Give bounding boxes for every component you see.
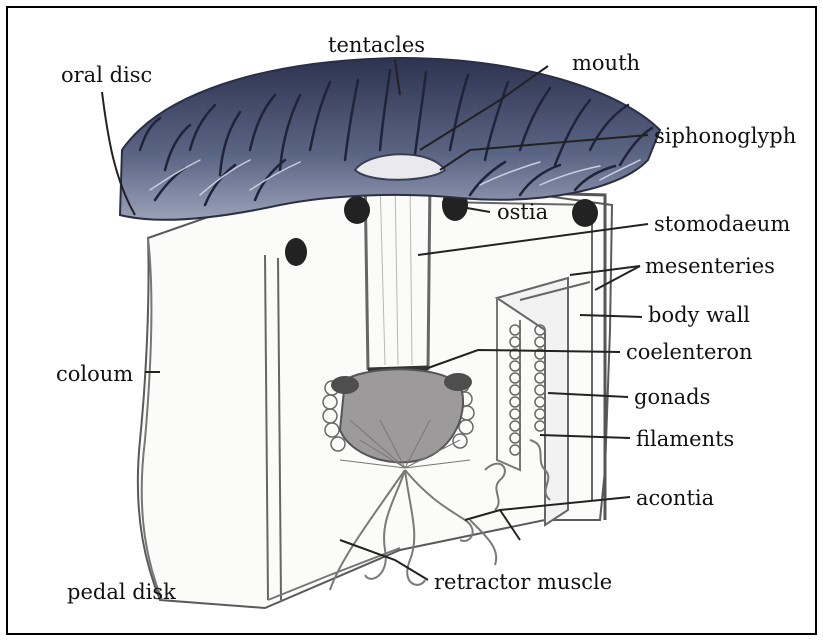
- label-retractor-muscle: retractor muscle: [434, 570, 612, 594]
- label-filaments: filaments: [636, 427, 734, 451]
- label-body-wall: body wall: [648, 303, 750, 327]
- label-mouth: mouth: [572, 51, 640, 75]
- label-mesenteries: mesenteries: [645, 254, 775, 278]
- label-tentacles: tentacles: [328, 33, 425, 57]
- label-coelenteron: coelenteron: [626, 340, 753, 364]
- label-acontia: acontia: [636, 486, 714, 510]
- label-gonads: gonads: [634, 385, 710, 409]
- anemone-body: [138, 175, 612, 608]
- label-stomodaeum: stomodaeum: [654, 212, 790, 236]
- label-siphonoglyph: siphonoglyph: [654, 124, 796, 148]
- label-ostia: ostia: [497, 200, 548, 224]
- label-oral-disc: oral disc: [61, 63, 152, 87]
- label-pedal-disk: pedal disk: [67, 580, 176, 604]
- label-coloum: coloum: [56, 362, 133, 386]
